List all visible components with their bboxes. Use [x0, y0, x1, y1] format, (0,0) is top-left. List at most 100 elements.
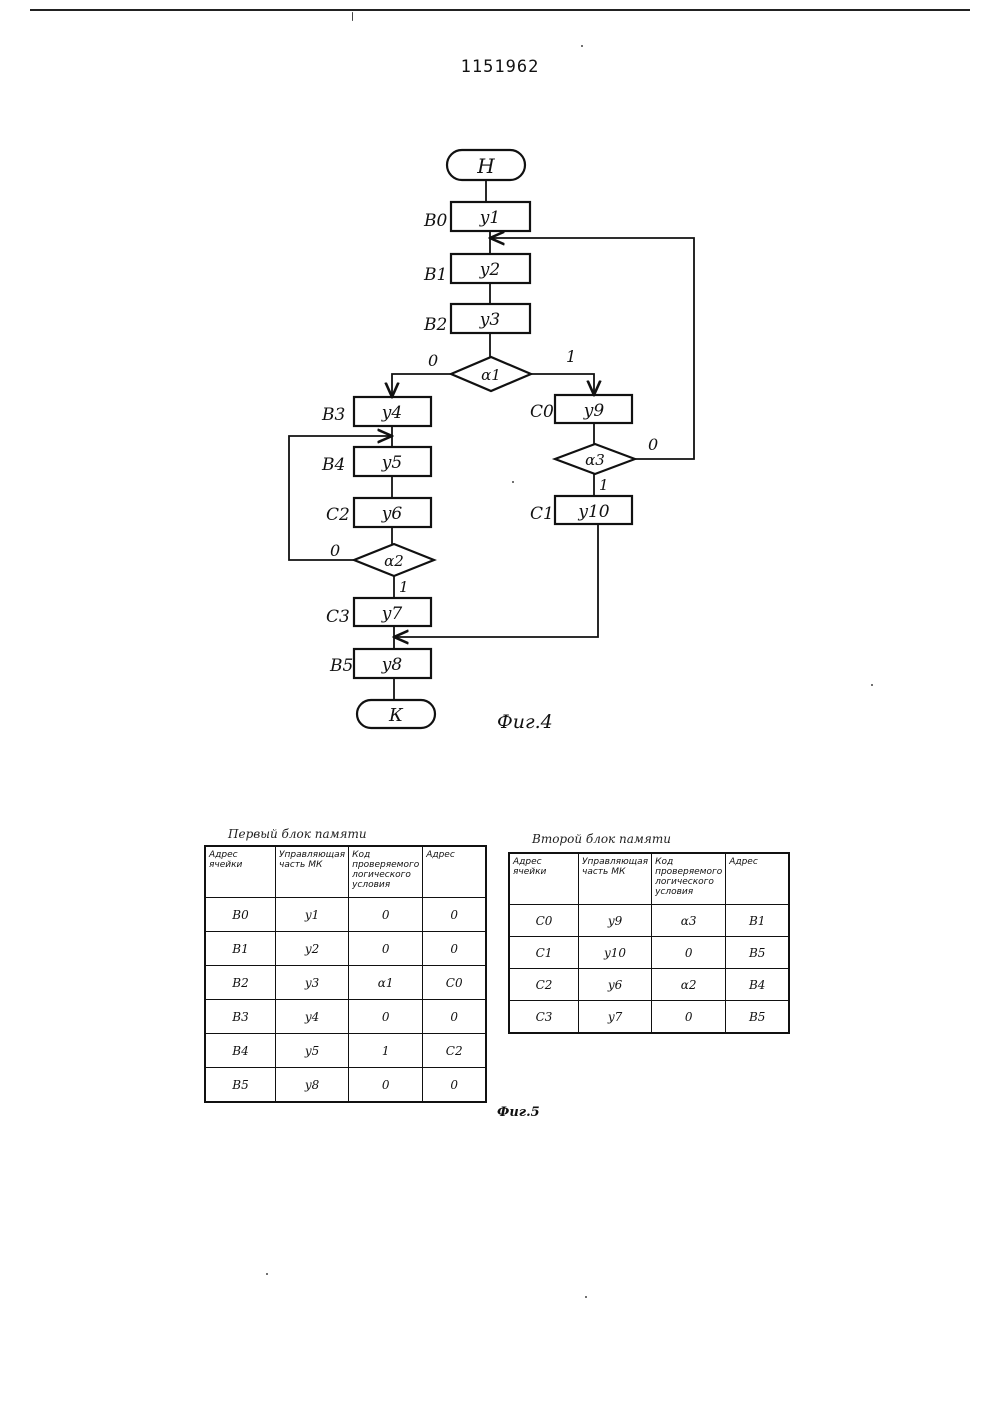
table-cell: C0 — [423, 966, 487, 1000]
address-b4: B4 — [321, 455, 345, 475]
branch-a2-zero: 0 — [330, 541, 340, 560]
table-cell: B5 — [726, 937, 790, 969]
table-cell: B2 — [205, 966, 276, 1000]
scan-speck — [581, 45, 583, 47]
table-cell: B4 — [205, 1034, 276, 1068]
address-c2: C2 — [326, 505, 350, 525]
table-cell: y8 — [276, 1068, 349, 1103]
table-row: C2y6α2B4 — [509, 969, 789, 1001]
label-y5: y5 — [381, 453, 402, 473]
table-cell: B3 — [205, 1000, 276, 1034]
address-b5: B5 — [329, 656, 353, 676]
table-row: B2y3α1C0 — [205, 966, 486, 1000]
figure4-caption: Фиг.4 — [497, 711, 553, 733]
table1-title: Первый блок памяти — [228, 827, 367, 841]
table-cell: y10 — [579, 937, 652, 969]
table-cell: C2 — [509, 969, 579, 1001]
column-header: Управляющая часть МК — [579, 853, 652, 905]
table-cell: 0 — [349, 898, 423, 932]
table-cell: y7 — [579, 1001, 652, 1034]
table-cell: B5 — [726, 1001, 790, 1034]
label-a2: α2 — [384, 552, 404, 570]
figure5-caption: Фиг.5 — [497, 1105, 540, 1120]
table-header-row: Адрес ячейки Управляющая часть МК Код пр… — [509, 853, 789, 905]
column-header: Код проверяемого логического условия — [349, 846, 423, 898]
table2-title: Второй блок памяти — [532, 832, 671, 846]
label-y7: y7 — [381, 604, 403, 624]
table-cell: α3 — [652, 905, 726, 937]
table-row: B5y800 — [205, 1068, 486, 1103]
edge-a1-y4 — [392, 374, 451, 397]
branch-a2-one: 1 — [399, 578, 409, 596]
column-header: Адрес ячейки — [205, 846, 276, 898]
address-c1: C1 — [530, 504, 554, 524]
memory-table-1: Адрес ячейки Управляющая часть МК Код пр… — [204, 845, 487, 1103]
table-row: B0y100 — [205, 898, 486, 932]
edge-a3-loop — [490, 238, 694, 459]
label-a3: α3 — [585, 451, 605, 469]
table-cell: B4 — [726, 969, 790, 1001]
address-b3: B3 — [321, 405, 345, 425]
address-b0: B0 — [423, 211, 447, 231]
column-header: Управляющая часть МК — [276, 846, 349, 898]
address-c3: C3 — [326, 607, 350, 627]
label-y4: y4 — [381, 403, 402, 423]
table-row: B1y200 — [205, 932, 486, 966]
table-cell: 0 — [652, 937, 726, 969]
address-b1: B1 — [423, 265, 447, 285]
table-cell: B5 — [205, 1068, 276, 1103]
table-cell: 0 — [423, 898, 487, 932]
table-cell: 0 — [349, 1068, 423, 1103]
table-cell: B1 — [726, 905, 790, 937]
table-row: C3y70B5 — [509, 1001, 789, 1034]
table-cell: α2 — [652, 969, 726, 1001]
label-y2: y2 — [479, 260, 500, 280]
table-cell: B1 — [205, 932, 276, 966]
branch-a3-one: 1 — [599, 476, 609, 494]
scan-speck — [512, 481, 514, 483]
table-row: B4y51C2 — [205, 1034, 486, 1068]
table-row: B3y400 — [205, 1000, 486, 1034]
column-header: Адрес — [726, 853, 790, 905]
label-a1: α1 — [481, 366, 501, 384]
flowchart-figure4: Н К y1 y2 y3 y4 y5 y6 y7 y8 y9 y10 α1 α2… — [0, 0, 1000, 800]
branch-a1-zero: 0 — [428, 351, 438, 370]
table-cell: 0 — [423, 932, 487, 966]
branch-a3-zero: 0 — [648, 435, 658, 454]
label-y3: y3 — [479, 310, 500, 330]
table-cell: 0 — [349, 932, 423, 966]
table-cell: y5 — [276, 1034, 349, 1068]
edge-y10-y8 — [394, 524, 598, 637]
column-header: Код проверяемого логического условия — [652, 853, 726, 905]
table-cell: 0 — [423, 1068, 487, 1103]
table-row: C1y100B5 — [509, 937, 789, 969]
scan-speck — [266, 1273, 268, 1275]
table-cell: C1 — [509, 937, 579, 969]
table-row: C0y9α3B1 — [509, 905, 789, 937]
label-y10: y10 — [577, 502, 609, 522]
start-label: Н — [476, 154, 495, 178]
address-c0: C0 — [530, 402, 554, 422]
address-b2: B2 — [423, 315, 447, 335]
table-cell: y6 — [579, 969, 652, 1001]
table-cell: y9 — [579, 905, 652, 937]
table-cell: B0 — [205, 898, 276, 932]
table-cell: y3 — [276, 966, 349, 1000]
end-label: К — [388, 705, 404, 726]
label-y1: y1 — [479, 208, 500, 228]
memory-table-2: Адрес ячейки Управляющая часть МК Код пр… — [508, 852, 790, 1034]
table-cell: C3 — [509, 1001, 579, 1034]
label-y9: y9 — [583, 401, 605, 421]
table-cell: y1 — [276, 898, 349, 932]
column-header: Адрес ячейки — [509, 853, 579, 905]
scan-speck — [871, 684, 873, 686]
table-header-row: Адрес ячейки Управляющая часть МК Код пр… — [205, 846, 486, 898]
label-y6: y6 — [381, 504, 403, 524]
table-cell: 1 — [349, 1034, 423, 1068]
scan-speck — [585, 1296, 587, 1298]
scan-speck — [352, 12, 353, 21]
table-cell: α1 — [349, 966, 423, 1000]
edge-a1-y9 — [531, 374, 594, 395]
table-cell: 0 — [423, 1000, 487, 1034]
table-cell: y2 — [276, 932, 349, 966]
